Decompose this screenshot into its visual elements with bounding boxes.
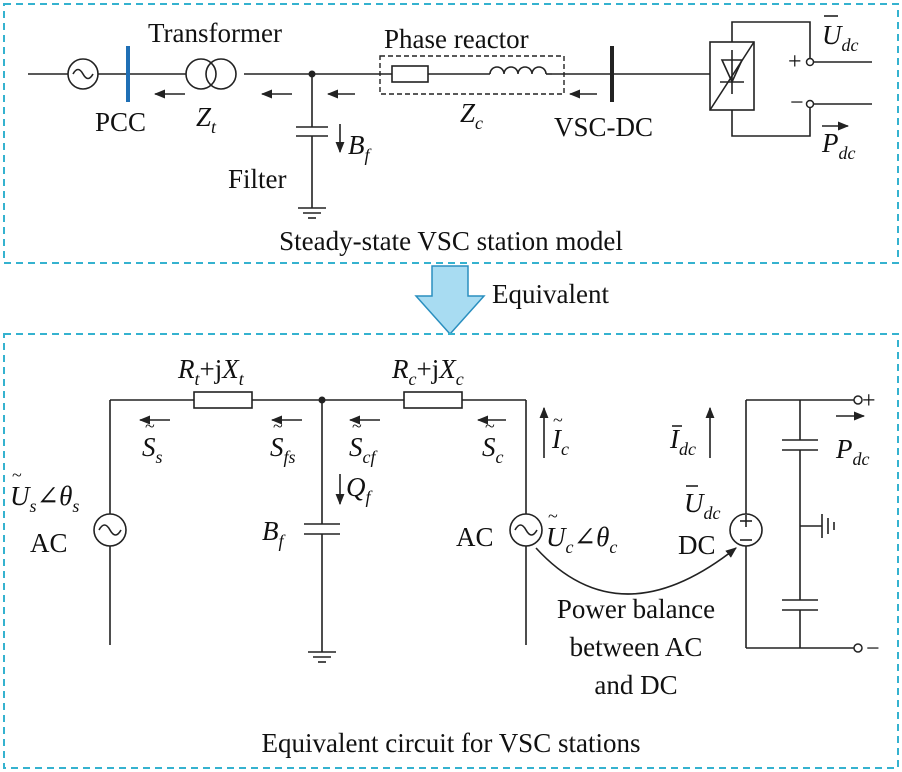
equivalent-label: Equivalent — [492, 279, 609, 309]
plus-top: + — [788, 49, 802, 75]
bf-bottom-label: Bf — [262, 516, 287, 551]
ss-label: Ss — [142, 432, 163, 467]
vsc-dc-label: VSC-DC — [554, 112, 653, 142]
rt-xt-impedance — [193, 391, 253, 409]
pcc-label: PCC — [95, 107, 146, 137]
ic-label: Ic — [551, 424, 569, 459]
ic-tilde: ~ — [553, 410, 563, 430]
filter-label: Filter — [228, 164, 287, 194]
us-label: Us∠θs — [10, 481, 79, 516]
plus-bottom: + — [862, 388, 876, 414]
transformer-icon — [185, 58, 237, 90]
phase-reactor-label: Phase reactor — [384, 24, 529, 54]
bf-capacitor-icon — [304, 400, 340, 652]
dc-midpoint-ground-icon — [800, 514, 835, 538]
bottom-top-wire — [109, 399, 527, 645]
scf-tilde: ~ — [352, 416, 362, 436]
zc-label: Zc — [460, 98, 483, 133]
bottom-panel-frame — [3, 333, 899, 769]
bottom-ground-icon — [308, 651, 336, 663]
rc-xc-label: Rc+jXc — [391, 354, 464, 389]
dc-source-icon — [729, 400, 763, 648]
sfs-tilde: ~ — [273, 416, 283, 436]
bottom-flow-arrows — [138, 406, 866, 506]
dc-label: DC — [678, 530, 716, 560]
equivalent-arrow — [414, 265, 486, 336]
dc-terminals — [731, 21, 872, 137]
top-ground-icon — [298, 207, 326, 219]
minus-bottom: − — [866, 636, 880, 662]
uc-label: Uc∠θc — [546, 522, 617, 557]
ss-tilde: ~ — [145, 416, 155, 436]
converter-icon — [709, 41, 755, 111]
reactor-resistor — [391, 65, 429, 83]
ac-source-right-icon — [509, 513, 543, 547]
idc-label: Idc — [669, 424, 696, 459]
dc-capacitor-stack — [782, 400, 818, 648]
pdc-bottom-label: Pdc — [835, 434, 870, 469]
ac-left-label: AC — [30, 528, 68, 558]
rt-xt-label: Rt+jXt — [177, 354, 245, 389]
reactor-inductor — [489, 66, 547, 75]
transformer-label: Transformer — [148, 18, 282, 48]
udc-top-label: Udc — [822, 20, 859, 55]
power-balance-arrow — [535, 547, 737, 595]
balance-line3: and DC — [594, 670, 677, 700]
sc-label: Sc — [482, 432, 504, 467]
ac-source-left-icon — [93, 513, 127, 547]
uc-tilde: ~ — [548, 506, 558, 526]
us-tilde: ~ — [12, 465, 22, 485]
sfs-label: Sfs — [270, 432, 296, 467]
rc-xc-impedance — [403, 391, 463, 409]
zt-label: Zt — [196, 102, 217, 137]
udc-bottom-label: Udc — [684, 488, 721, 523]
filter-capacitor-icon — [296, 74, 328, 208]
dc-bus-wires — [746, 395, 863, 653]
top-panel-frame — [3, 3, 899, 264]
top-caption: Steady-state VSC station model — [279, 226, 623, 256]
bf-top-label: Bf — [348, 130, 373, 165]
minus-top: − — [790, 90, 804, 116]
pdc-top-label: Pdc — [821, 128, 856, 163]
balance-line2: between AC — [570, 632, 703, 662]
bottom-caption: Equivalent circuit for VSC stations — [262, 728, 641, 758]
ac-right-label: AC — [456, 522, 494, 552]
qf-label: Qf — [346, 472, 374, 507]
phase-reactor-box — [379, 55, 565, 95]
ac-source-icon — [67, 58, 99, 90]
balance-line1: Power balance — [557, 594, 715, 624]
scf-label: Scf — [349, 432, 378, 467]
top-flow-arrows — [153, 89, 597, 154]
sc-tilde: ~ — [485, 416, 495, 436]
